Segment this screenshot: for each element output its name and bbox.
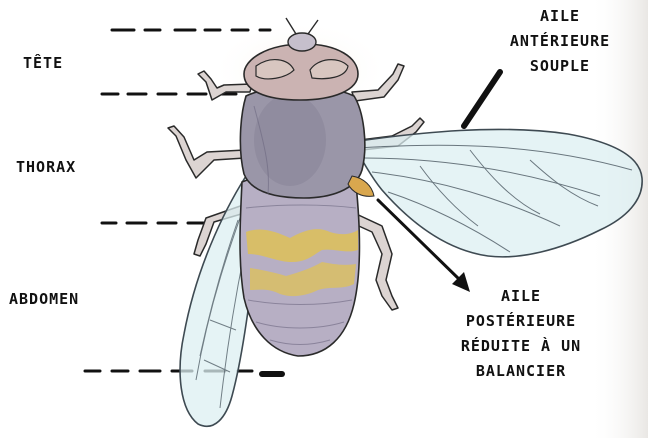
label-forewing-line-1: AILE	[498, 4, 622, 29]
abdomen	[240, 173, 360, 356]
label-hindwing-line-3: RÉDUITE À UN	[432, 334, 610, 359]
label-abdomen: ABDOMEN	[9, 287, 79, 312]
label-hindwing-line-4: BALANCIER	[432, 359, 610, 384]
label-head: TÊTE	[23, 51, 63, 76]
label-hindwing-line-2: POSTÉRIEURE	[432, 309, 610, 334]
label-forewing: AILE ANTÉRIEURE SOUPLE	[498, 4, 622, 79]
forewing-pointer	[464, 72, 500, 126]
label-hindwing: AILE POSTÉRIEURE RÉDUITE À UN BALANCIER	[432, 284, 610, 384]
thorax	[240, 87, 374, 198]
label-forewing-line-2: ANTÉRIEURE	[498, 29, 622, 54]
label-thorax: THORAX	[16, 155, 76, 180]
label-forewing-line-3: SOUPLE	[498, 54, 622, 79]
label-hindwing-line-1: AILE	[432, 284, 610, 309]
